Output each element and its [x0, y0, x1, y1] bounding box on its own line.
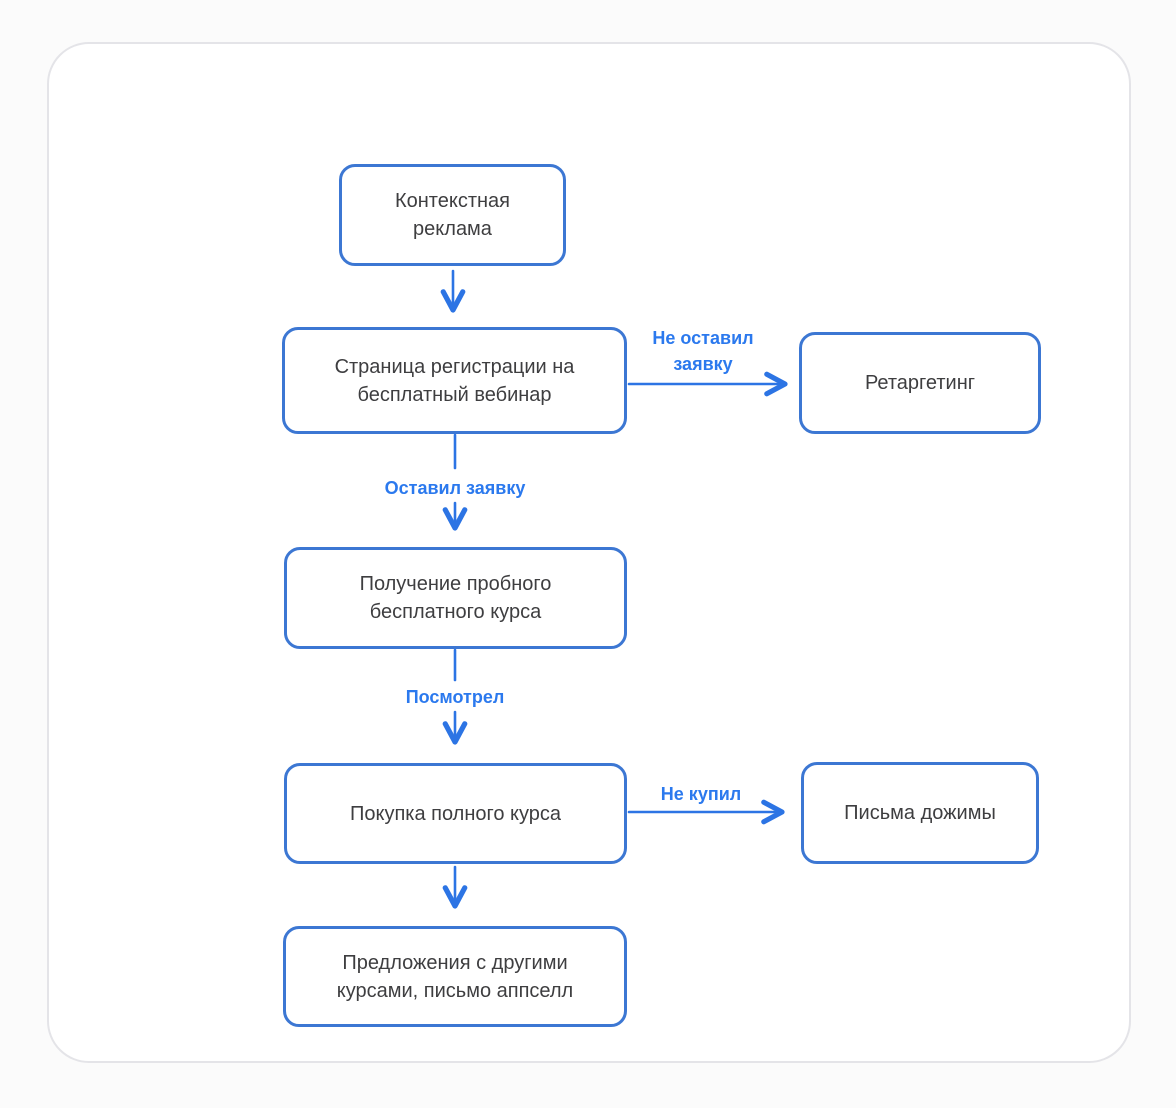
node-upsell-offers-label: Предложения с другими курсами, письмо ап… [336, 951, 574, 1002]
node-retargeting: Ретаргетинг [799, 332, 1041, 434]
edge-label-left-request: Оставил заявку [384, 478, 526, 498]
edge-label-not-bought: Не купил [660, 784, 742, 804]
node-followup-letters-label: Письма дожимы [844, 802, 996, 824]
node-upsell-offers: Предложения с другими курсами, письмо ап… [283, 926, 627, 1027]
node-followup-letters: Письма дожимы [801, 762, 1039, 864]
node-purchase-full-course-label: Покупка полного курса [349, 802, 562, 825]
edge-label-watched: Посмотрел [405, 687, 505, 707]
diagram-card: Контекстная реклама Страница регистрации… [47, 42, 1131, 1063]
node-contextual-ads-label: Контекстная реклама [394, 190, 510, 240]
node-trial-course-label: Получение пробного бесплатного курса [359, 573, 552, 623]
node-contextual-ads: Контекстная реклама [339, 164, 566, 266]
node-purchase-full-course: Покупка полного курса [284, 763, 627, 864]
node-registration-page: Страница регистрации на бесплатный вебин… [282, 327, 627, 434]
node-trial-course: Получение пробного бесплатного курса [284, 547, 627, 649]
edge-label-no-request: Не оставил заявку [652, 328, 754, 375]
node-retargeting-label: Ретаргетинг [864, 372, 976, 394]
node-registration-page-label: Страница регистрации на бесплатный вебин… [334, 355, 575, 406]
